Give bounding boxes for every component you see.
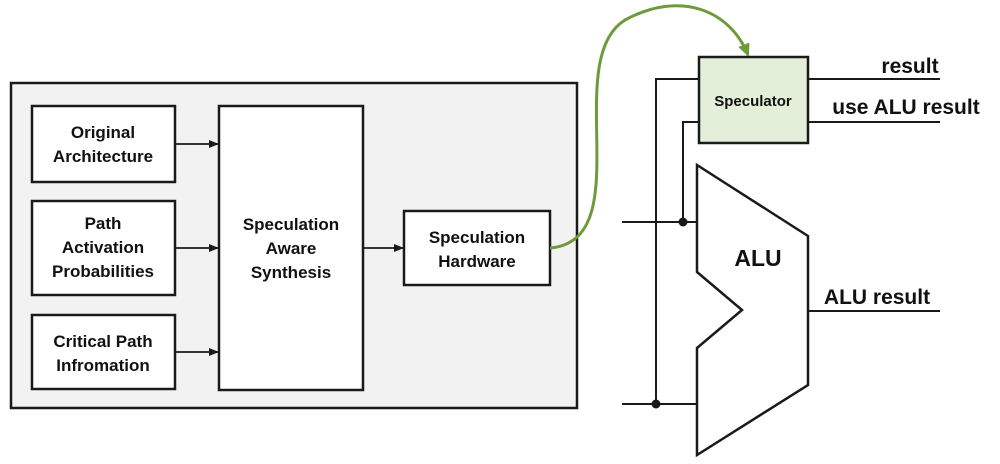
path-activation-line-3: Probabilities bbox=[52, 262, 154, 281]
critical-path-line-1: Critical Path bbox=[53, 332, 152, 351]
alu-result-label: ALU result bbox=[824, 286, 930, 309]
synthesis-line-3: Synthesis bbox=[251, 263, 331, 282]
hardware-line-2: Hardware bbox=[438, 252, 515, 271]
speculator-box: Speculator bbox=[697, 55, 810, 145]
speculator-label: Speculator bbox=[714, 93, 792, 110]
speculation-hardware-box: Speculation Hardware bbox=[402, 209, 552, 287]
path-activation-probabilities-box: Path Activation Probabilities bbox=[30, 199, 177, 297]
hardware-line-1: Speculation bbox=[429, 228, 525, 247]
original-architecture-line-2: Architecture bbox=[53, 147, 153, 166]
original-architecture-line-1: Original bbox=[71, 123, 135, 142]
original-architecture-box: Original Architecture bbox=[30, 104, 177, 184]
path-activation-line-1: Path bbox=[85, 214, 122, 233]
alu-block: ALU bbox=[695, 162, 810, 458]
result-label: result bbox=[881, 55, 938, 78]
critical-path-line-2: Infromation bbox=[56, 356, 150, 375]
synthesis-line-2: Aware bbox=[266, 239, 317, 258]
circuit-wires bbox=[622, 78, 940, 405]
junction-dot-b bbox=[651, 399, 661, 409]
junction-dot-a bbox=[678, 217, 688, 227]
synthesis-line-1: Speculation bbox=[243, 215, 339, 234]
path-activation-line-2: Activation bbox=[62, 238, 144, 257]
speculation-aware-synthesis-box: Speculation Aware Synthesis bbox=[217, 104, 365, 392]
green-curved-arrow bbox=[549, 4, 750, 250]
alu-label: ALU bbox=[734, 245, 781, 271]
critical-path-information-box: Critical Path Infromation bbox=[30, 313, 177, 391]
use-alu-result-label: use ALU result bbox=[832, 96, 979, 119]
